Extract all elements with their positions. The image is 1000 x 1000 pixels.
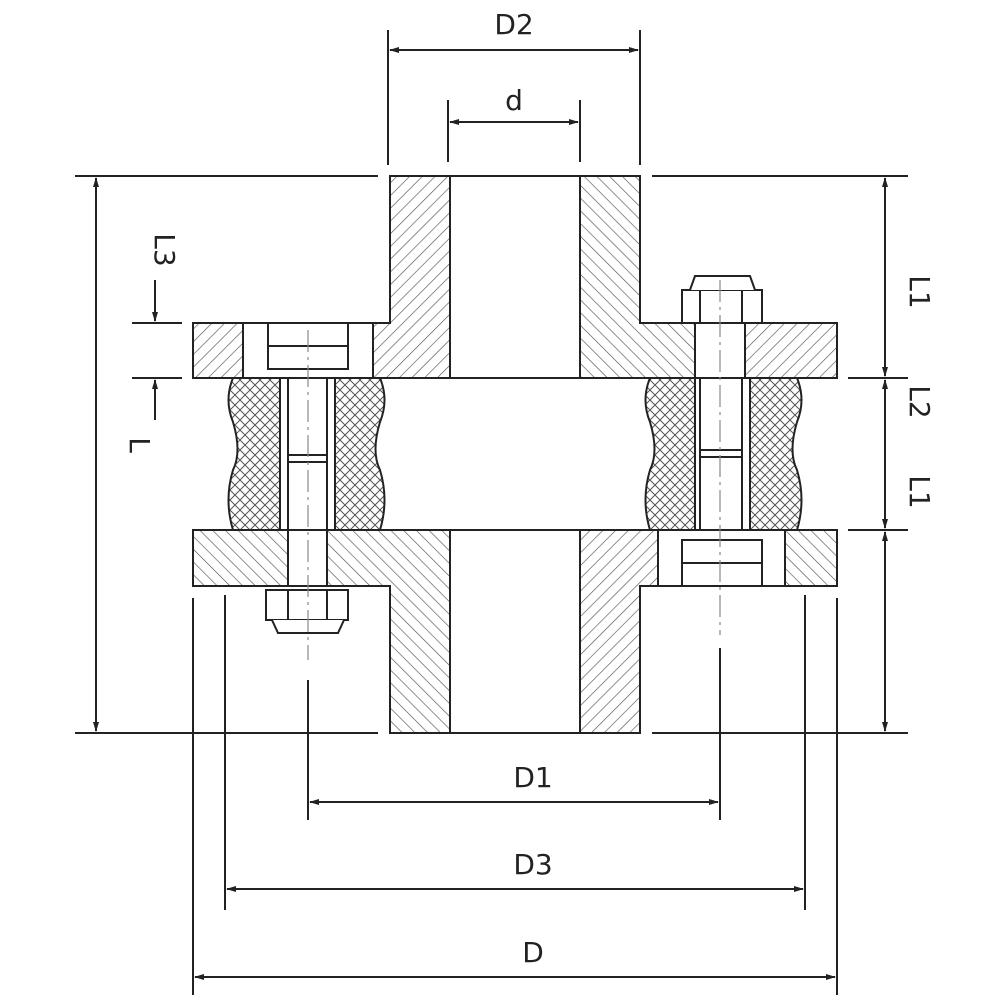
- dimension-label-D3: D3: [513, 848, 552, 881]
- center-lines: [307, 280, 721, 660]
- right-elastic-ring: [644, 377, 803, 531]
- bottom-hub-section: [192, 529, 838, 734]
- dimension-label-D2: D2: [494, 8, 533, 41]
- dimension-label-L1-top: L1: [903, 275, 936, 308]
- dimension-label-L: L: [123, 437, 156, 453]
- left-elastic-ring: [227, 377, 386, 531]
- dimension-label-d: d: [505, 84, 523, 117]
- bottom-left-bolt-nut: [265, 529, 349, 634]
- dimension-label-L1-mid: L1: [903, 475, 936, 508]
- dimension-label-L3: L3: [148, 233, 181, 266]
- dimension-label-D1: D1: [513, 761, 552, 794]
- extension-lines: [75, 30, 908, 995]
- dimension-label-L2: L2: [903, 385, 936, 418]
- bottom-right-bolt-head: [657, 529, 786, 587]
- dimension-label-D: D: [522, 936, 544, 969]
